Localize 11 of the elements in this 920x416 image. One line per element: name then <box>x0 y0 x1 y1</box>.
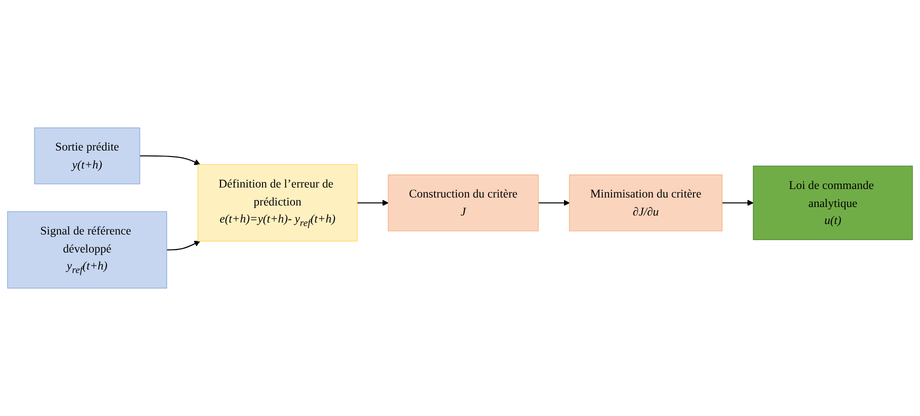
arrow <box>357 200 389 206</box>
arrow <box>166 240 200 250</box>
node-box: Définition de l’erreur de prédiction e(t+h)=y(t+h)- y$_{ref}$(t+h) <box>198 164 358 242</box>
node-box: Minimisation du critère ∂J/∂u <box>569 174 722 232</box>
arrow <box>722 200 754 206</box>
arrow <box>538 200 570 206</box>
node-box: Sortie prédite y(t+h) <box>34 127 140 184</box>
node-box: Construction du critère J <box>388 174 539 232</box>
node-box: Signal de référence développé y$_{ref}$(t+h) <box>7 211 168 289</box>
node-box: Loi de commande analytique u(t) <box>752 166 913 240</box>
arrow <box>140 155 200 165</box>
